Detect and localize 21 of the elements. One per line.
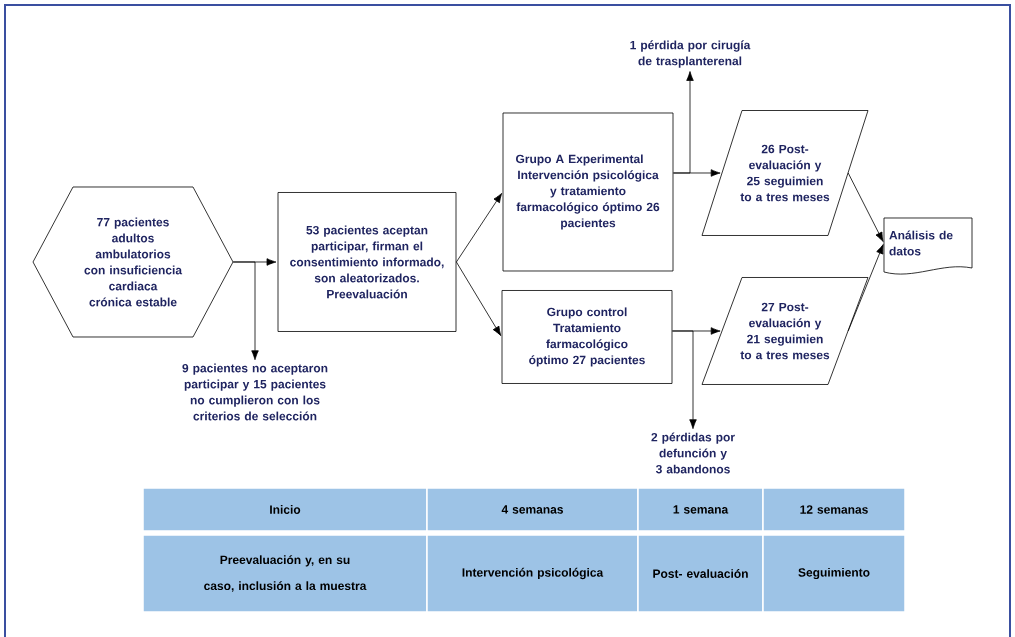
table-cell: 4 semanas [426, 487, 639, 532]
table-cell: 1 semana [637, 487, 764, 532]
process-box: Grupo control Tratamiento farmacológico óptimo 27 pacientes [501, 290, 673, 384]
arrow [456, 193, 503, 263]
table-cell: 12 semanas [762, 487, 906, 532]
arrow [847, 244, 884, 332]
arrow [672, 330, 697, 430]
note-text: 9 pacientes no aceptaron participar y 15 pacientes no cumplieron con los criterios de selección [182, 363, 328, 421]
arrow [847, 172, 884, 242]
note-text: 2 pérdidas por defunción y 3 abandonos [651, 432, 735, 474]
process-box: 53 pacientes aceptan participar, firman el consentimiento informado, son aleatorizados. Preevaluación [277, 192, 457, 332]
arrow [456, 261, 502, 336]
table-cell: Preevaluación y, en su caso, inclusión a la muestra [142, 534, 428, 613]
arrow [673, 71, 694, 174]
table-cell: Inicio [142, 487, 428, 532]
table-cell: Seguimiento [762, 534, 906, 613]
table-cell: Intervención psicológica [426, 534, 639, 613]
table-cell: Post- evaluación [637, 534, 764, 613]
arrow [232, 261, 259, 361]
note-text: 1 pérdida por cirugía de trasplanterenal [630, 40, 751, 68]
process-box: Grupo A Experimental Intervención psicológica y tratamiento farmacológico óptimo 26 pacientes [502, 112, 674, 272]
